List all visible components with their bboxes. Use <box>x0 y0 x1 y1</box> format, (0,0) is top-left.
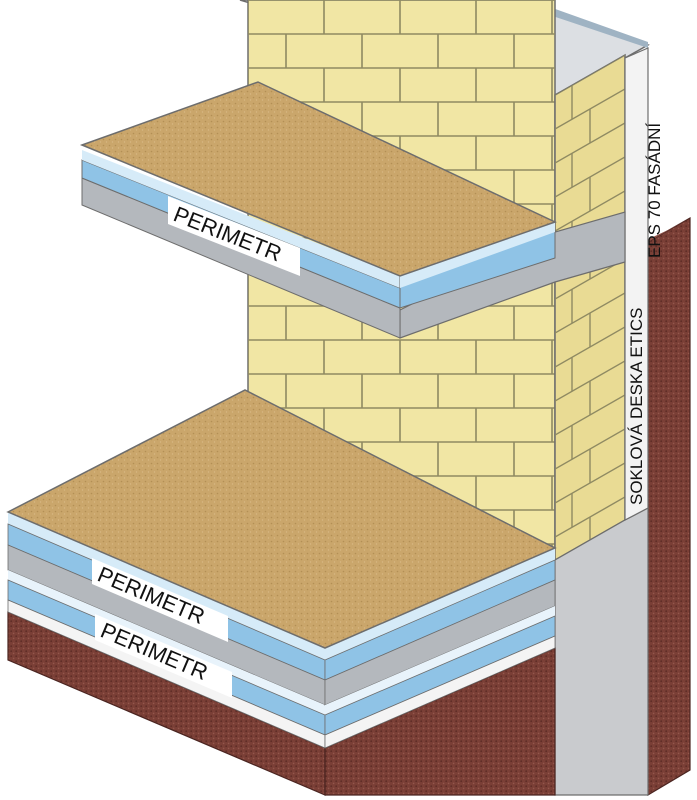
lower-layer-light-2 <box>8 570 325 715</box>
perimetr-bottom-tag <box>95 614 232 698</box>
upper-slab-top <box>79 81 557 277</box>
mortar-line-side <box>555 462 625 504</box>
upper-layer-light <box>82 150 400 288</box>
mortar-line-side <box>555 326 625 368</box>
lower-right-light-1 <box>325 548 555 660</box>
mortar-line-side <box>555 190 625 232</box>
perimetr-mid-tag <box>92 558 228 642</box>
upper-slab-right-edge-light <box>400 222 555 288</box>
lower-slab-top <box>6 389 557 649</box>
perimetr-top-tag <box>168 196 300 276</box>
plinth-board-label: SOKLOVÁ DESKA ETICS <box>627 308 646 505</box>
lower-slab: PERIMETR PERIMETR <box>6 389 557 796</box>
mortar-line-side <box>555 122 625 164</box>
mortar-line-side <box>555 394 625 436</box>
plinth-block <box>554 47 691 797</box>
lower-right-white <box>324 635 556 749</box>
soil-right-face <box>647 216 691 797</box>
eps-facade-label: EPS 70 FASÁDNÍ <box>645 123 664 258</box>
lower-layer-light-1 <box>8 512 325 660</box>
lower-right-light-2 <box>325 606 555 715</box>
eps-facade-strip <box>624 47 649 521</box>
